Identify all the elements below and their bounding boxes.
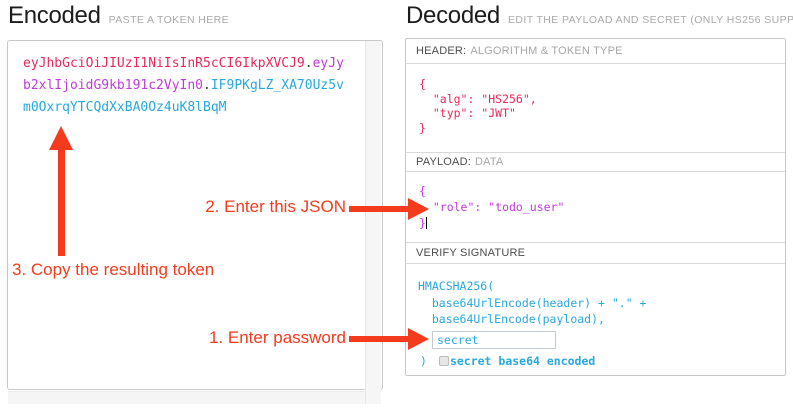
decoded-panel: HEADER: ALGORITHM & TOKEN TYPE { "alg": … — [405, 38, 786, 376]
payload-label-strong: PAYLOAD: — [416, 156, 471, 168]
closing-paren: ) — [420, 353, 427, 368]
header-section-label: HEADER: ALGORITHM & TOKEN TYPE — [406, 39, 785, 64]
decoded-subtitle: EDIT THE PAYLOAD AND SECRET (ONLY HS256 … — [507, 14, 793, 26]
annotation-step2: 2. Enter this JSON — [205, 197, 346, 216]
encoded-heading: Encoded PASTE A TOKEN HERE — [8, 2, 229, 30]
step1-arrow-icon — [408, 328, 429, 350]
payload-json-area[interactable]: { "role": "todo_user" } — [406, 172, 785, 243]
text-caret — [425, 217, 427, 229]
verify-signature-label: VERIFY SIGNATURE — [406, 243, 785, 264]
base64-checkbox-label[interactable]: secret base64 encoded — [449, 353, 596, 368]
token-payload-segment: eyJyb2xlIjoidG9kb191c2VyIn0 — [23, 56, 344, 93]
encoded-title: Encoded — [8, 2, 101, 29]
step3-arrow-icon — [49, 126, 73, 150]
hmac-code-text: HMACSHA256( base64UrlEncode(header) + ".… — [418, 279, 647, 326]
signature-area: HMACSHA256( base64UrlEncode(header) + ".… — [406, 264, 785, 375]
token-signature-segment: IF9PKgLZ_XA70Uz5vm0OxrqYTCQdXxBA0Oz4uK8l… — [23, 78, 344, 115]
step3-arrow-shaft — [58, 148, 65, 256]
encoded-subtitle: PASTE A TOKEN HERE — [108, 14, 230, 26]
encoded-token-text[interactable]: eyJhbGciOiJIUzI1NiIsInR5cCI6IkpXVCJ9.eyJ… — [23, 53, 345, 119]
token-header-segment: eyJhbGciOiJIUzI1NiIsInR5cCI6IkpXVCJ9 — [23, 56, 305, 71]
header-label-strong: HEADER: — [416, 45, 467, 57]
token-dot-1: . — [304, 56, 313, 71]
decoded-heading: Decoded EDIT THE PAYLOAD AND SECRET (ONLY… — [406, 2, 793, 30]
header-json-area[interactable]: { "alg": "HS256", "typ": "JWT" } — [406, 64, 785, 153]
secret-input[interactable] — [432, 330, 556, 349]
step2-arrow-icon — [408, 198, 429, 220]
header-label-light: ALGORITHM & TOKEN TYPE — [470, 45, 623, 57]
base64-encoded-row: ) secret base64 encoded — [418, 354, 785, 368]
annotation-step1: 1. Enter password — [208, 328, 346, 347]
encoded-token-box[interactable]: eyJhbGciOiJIUzI1NiIsInR5cCI6IkpXVCJ9.eyJ… — [7, 40, 383, 390]
annotation-step3: 3. Copy the resulting token — [12, 260, 215, 279]
base64-checkbox[interactable] — [438, 355, 449, 366]
vertical-scrollbar[interactable] — [365, 41, 381, 404]
step2-arrow-shaft — [349, 206, 409, 212]
verify-label-text: VERIFY SIGNATURE — [416, 247, 526, 259]
horizontal-scrollbar[interactable] — [8, 391, 365, 404]
payload-json-text: { "role": "todo_user" } — [419, 184, 565, 230]
token-dot-2: . — [203, 78, 211, 93]
header-json-text: { "alg": "HS256", "typ": "JWT" } — [419, 77, 537, 135]
payload-section-label: PAYLOAD: DATA — [406, 153, 785, 172]
payload-label-light: DATA — [475, 156, 504, 168]
step1-arrow-shaft — [349, 336, 409, 342]
decoded-title: Decoded — [406, 2, 500, 29]
